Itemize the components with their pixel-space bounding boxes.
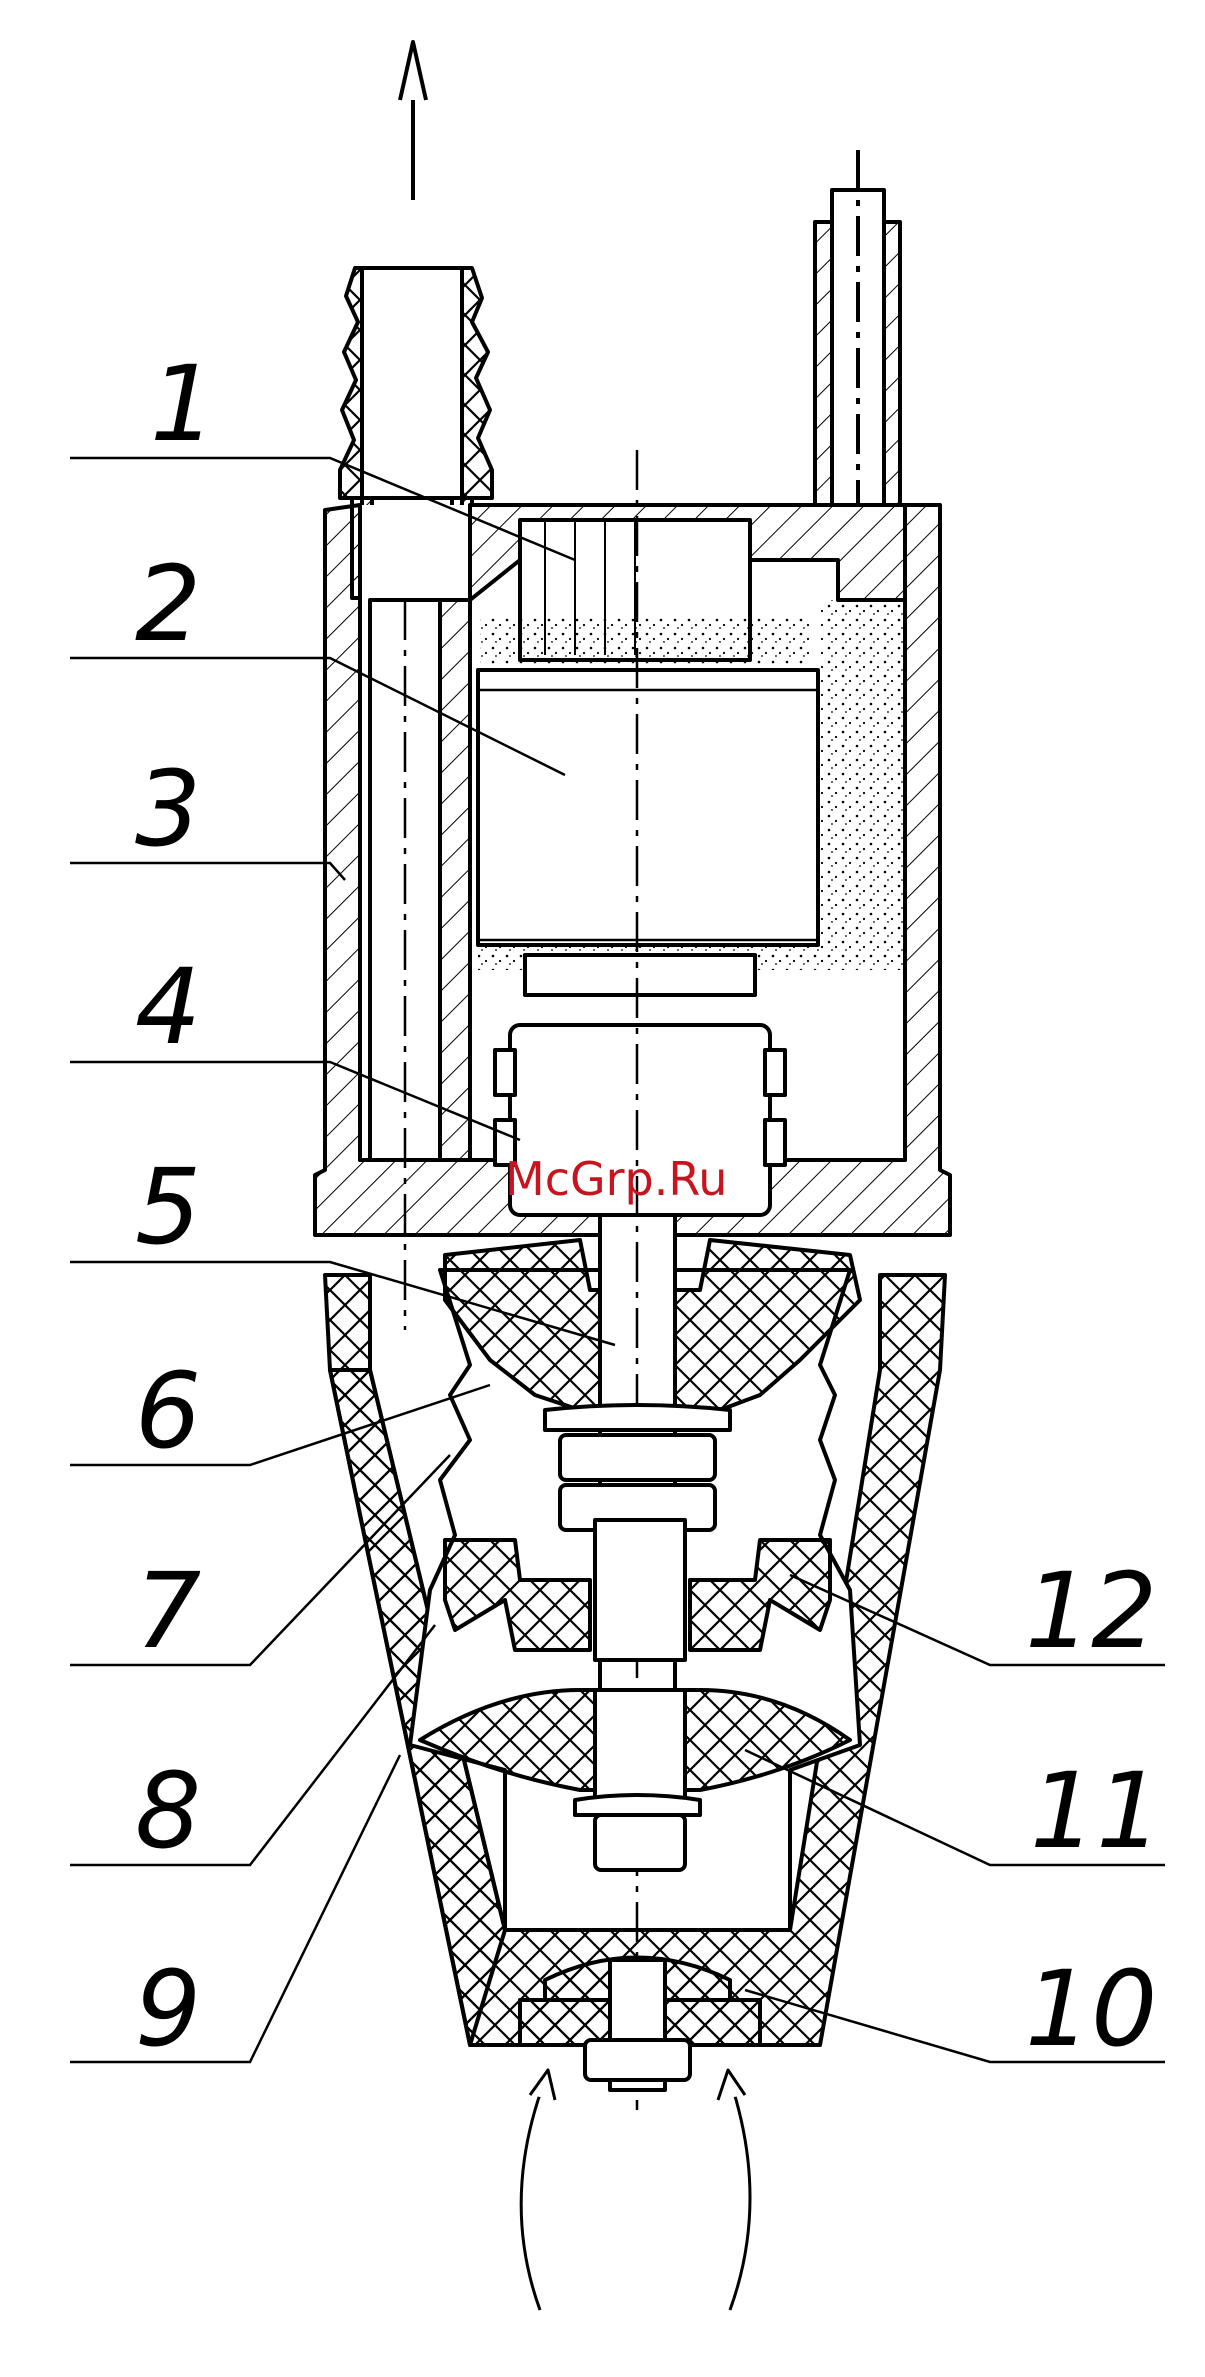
callout-5: 5 [135,1146,201,1268]
callout-8: 8 [135,1750,201,1872]
callout-10: 10 [1025,1948,1157,2070]
nuts-washers [545,1405,730,1530]
leader-3 [70,863,345,880]
callout-6: 6 [135,1350,201,1472]
callout-7: 7 [135,1550,201,1672]
leader-6 [70,1385,490,1465]
callout-9: 9 [135,1948,201,2070]
callout-2: 2 [135,543,201,665]
callout-4: 4 [135,946,201,1068]
callout-1: 1 [150,343,216,465]
watermark-text: McGrp.Ru [505,1152,727,1206]
inlet-arrows [521,2070,750,2310]
outlet-arrow [400,42,426,200]
callout-11: 11 [1030,1750,1162,1872]
callout-3: 3 [135,748,201,870]
callout-12: 12 [1025,1550,1157,1672]
leader-9 [70,1755,400,2062]
inlet-valve [520,1958,760,2091]
